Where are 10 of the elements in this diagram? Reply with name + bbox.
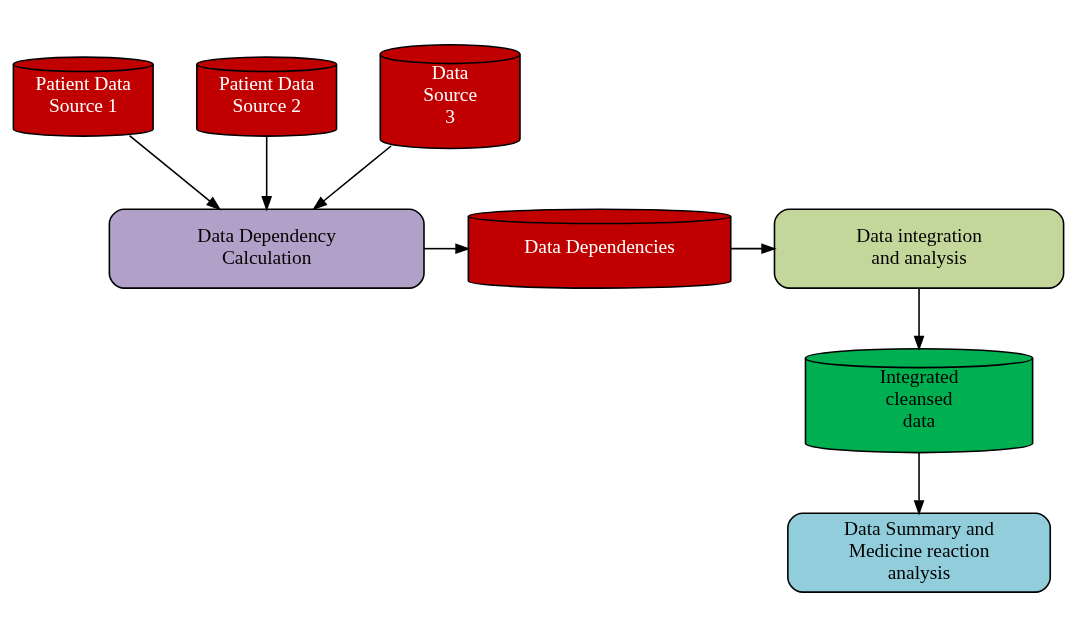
arrow <box>730 242 777 254</box>
node-box: Data integration and analysis <box>773 207 1065 289</box>
node-box: Data Dependency Calculation <box>108 207 425 289</box>
arrow <box>913 451 925 516</box>
arrow <box>261 135 273 211</box>
arrow <box>128 134 222 210</box>
arrow <box>312 144 392 210</box>
arrow <box>423 242 471 254</box>
arrow <box>913 287 925 351</box>
node-box: Data Summary and Medicine reaction analysis <box>787 511 1052 593</box>
